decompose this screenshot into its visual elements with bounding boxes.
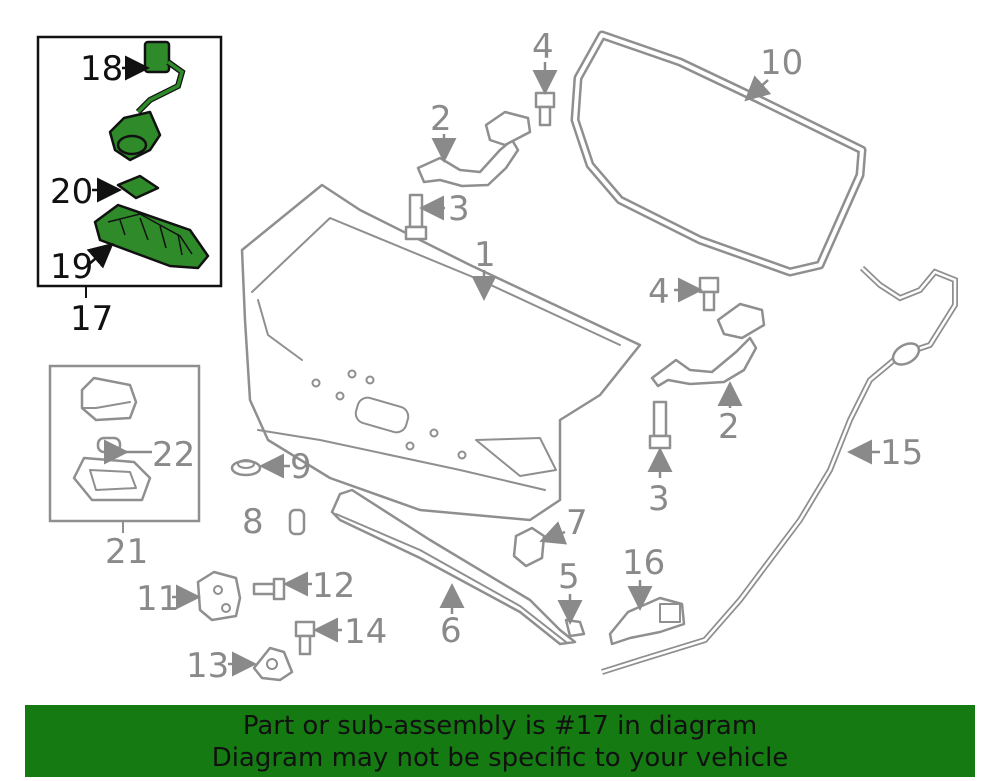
- callout-3a: 3: [448, 189, 470, 229]
- callout-16: 16: [622, 543, 665, 583]
- banner-line-1: Part or sub-assembly is #17 in diagram: [242, 711, 758, 741]
- part-11-latch[interactable]: [196, 570, 242, 622]
- callout-10: 10: [760, 43, 803, 83]
- part-2-hinge-lower[interactable]: [650, 302, 766, 388]
- callout-2a: 2: [430, 99, 452, 139]
- callout-2b: 2: [718, 407, 740, 447]
- subassembly-17-box[interactable]: 18 20 19: [36, 35, 223, 288]
- part-20-gasket[interactable]: [116, 174, 160, 200]
- part-1-trunk-lid[interactable]: [240, 183, 642, 522]
- parts-diagram: 18 20 19 17 22 21 1: [36, 27, 958, 686]
- part-15-release-cable[interactable]: [601, 265, 958, 675]
- part-9-grommet[interactable]: [230, 459, 262, 477]
- callout-9: 9: [290, 447, 312, 487]
- part-4-bolt-upper[interactable]: [534, 91, 556, 127]
- callout-14: 14: [344, 612, 387, 652]
- callout-18: 18: [80, 49, 123, 89]
- callout-19: 19: [50, 247, 93, 287]
- callout-22: 22: [152, 435, 195, 475]
- callout-4a: 4: [532, 27, 554, 67]
- part-6-rod[interactable]: [330, 488, 577, 646]
- banner-line-2: Diagram may not be specific to your vehi…: [211, 743, 789, 773]
- callout-3b: 3: [648, 479, 670, 519]
- part-16-actuator[interactable]: [608, 596, 686, 646]
- callout-13: 13: [186, 646, 229, 686]
- part-10-weatherstrip[interactable]: [570, 30, 867, 277]
- callout-5: 5: [558, 557, 580, 597]
- subassembly-21-box[interactable]: 22: [48, 364, 201, 523]
- part-7-clip[interactable]: [512, 526, 546, 568]
- callout-4b: 4: [648, 272, 670, 312]
- info-banner: Part or sub-assembly is #17 in diagram D…: [25, 705, 975, 777]
- part-4-bolt-lower[interactable]: [698, 276, 720, 312]
- part-3-stud-lower[interactable]: [648, 400, 672, 450]
- part-3-stud-upper[interactable]: [404, 193, 428, 241]
- part-8-bumper[interactable]: [288, 508, 306, 536]
- part-18-camera[interactable]: [108, 110, 162, 162]
- part-14-bolt[interactable]: [294, 620, 316, 656]
- callout-21: 21: [105, 532, 148, 572]
- callout-8: 8: [242, 502, 264, 542]
- callout-17: 17: [70, 299, 113, 339]
- part-2-hinge-upper[interactable]: [416, 110, 532, 188]
- callout-11: 11: [136, 579, 179, 619]
- callout-7: 7: [566, 503, 588, 543]
- callout-1: 1: [474, 235, 496, 275]
- part-5-clip[interactable]: [564, 618, 586, 638]
- callout-20: 20: [50, 172, 93, 212]
- callout-12: 12: [312, 566, 355, 606]
- part-18-connector[interactable]: [135, 40, 186, 115]
- callout-15: 15: [880, 433, 923, 473]
- part-12-bolt[interactable]: [252, 577, 286, 601]
- callout-6: 6: [440, 611, 462, 651]
- part-13-striker[interactable]: [252, 646, 294, 682]
